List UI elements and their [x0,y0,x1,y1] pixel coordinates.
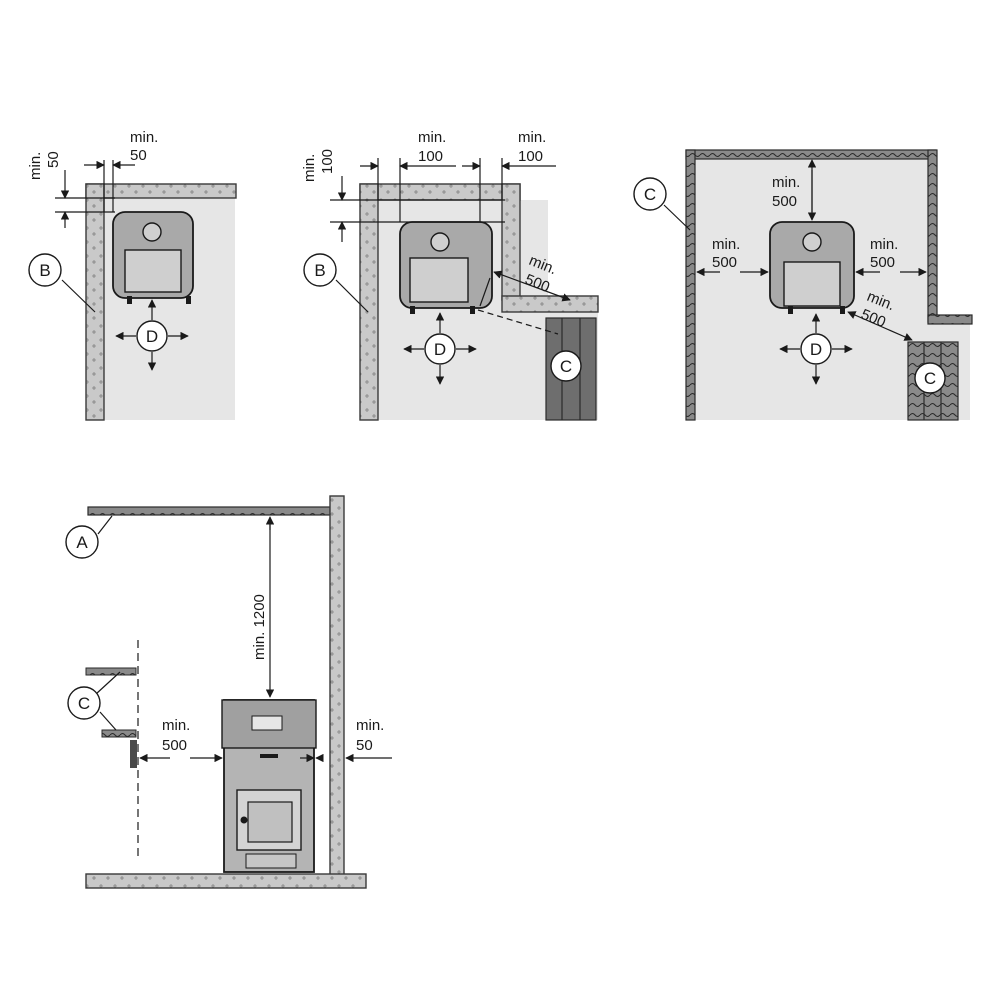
dim-right-min-label: min. [870,236,898,253]
label-bench-c: C [924,369,936,388]
dim-left-min-label: min. [712,236,740,253]
dim-ceiling-label: min. 1200 [251,594,268,660]
dim-side-min-label: min. [130,129,158,146]
svg-text:D: D [434,340,446,359]
bench-c: C [907,341,959,421]
dim-left-value-label: 100 [418,148,443,165]
svg-text:D: D [146,327,158,346]
bench-c-side: C [67,640,139,860]
dim-vertical-value-label: 100 [319,149,336,174]
left-wall [359,183,379,421]
direction-indicator-d: D [115,299,189,371]
ceiling-wall [85,183,237,199]
dim-top-min-label: min. [772,174,800,191]
step-wall [927,314,973,325]
panel-3-corner-min-500: min. 500 min. 500 min. 500 min. 500 C C [633,149,973,421]
svg-text:D: D [810,340,822,359]
label-wall-b: B [314,261,325,280]
label-ceiling-a: A [76,533,88,552]
ceiling [87,506,331,516]
step-wall [501,295,599,313]
dim-right-min-label: min. [356,717,384,734]
floor [85,873,367,889]
direction-indicator-d: D [403,312,477,385]
right-wall-upper [501,183,521,301]
dim-right-value-label: 500 [870,254,895,271]
dim-right-value-label: 100 [518,148,543,165]
dim-side-value-label: 50 [130,147,147,164]
dim-left-value-label: 500 [162,737,187,754]
label-bench-c: C [560,357,572,376]
bench-c: C [545,317,597,421]
dim-vertical-min-label: min. [27,152,44,180]
heater [112,211,194,304]
side-wall [85,183,105,421]
dim-right-min-label: min. [518,129,546,146]
dim-right-value-label: 50 [356,737,373,754]
right-wall-upper [927,149,938,323]
panel-4-side-elevation: A min. 1200 C min. [65,495,392,889]
heater [769,221,855,314]
dim-vertical-value-label: 50 [45,151,62,168]
dim-left-value-label: 500 [712,254,737,271]
left-wall [685,149,696,421]
dim-left-min-label: min. [418,129,446,146]
heater-front [221,699,317,873]
top-wall [685,149,937,160]
dim-vertical-min-label: min. [301,154,318,182]
label-wall-c: C [644,185,656,204]
direction-indicator-d: D [779,313,853,385]
heater [399,221,493,314]
panel-2-wall-mounted-min-100: min. 100 min. 100 min. 100 C min. 500 [301,129,599,421]
panel-1-wall-mounted-min-50: min. 50 min. 50 B D [27,129,237,421]
dim-top-value-label: 500 [772,193,797,210]
label-bench-c: C [78,694,90,713]
label-wall-b: B [39,261,50,280]
right-wall [329,495,345,877]
ceiling-wall [359,183,521,201]
dim-left-min-label: min. [162,717,190,734]
